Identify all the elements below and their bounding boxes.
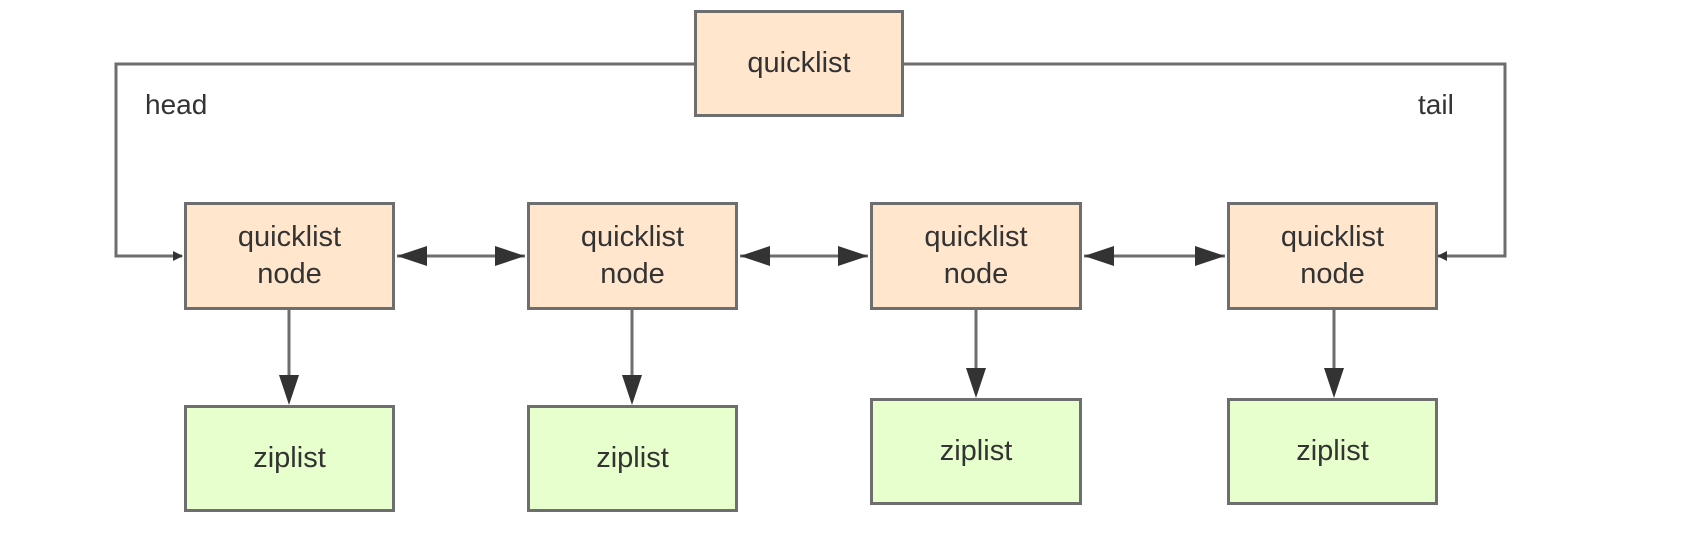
link-3-4-left-arrowhead	[1084, 246, 1114, 266]
node-1-line2: node	[257, 258, 322, 290]
node-4-line1: quicklist	[1280, 221, 1385, 253]
link-2-3-right-arrowhead	[838, 246, 868, 266]
node-1-line1: quicklist	[237, 221, 342, 253]
link-1-2-right-arrowhead	[495, 246, 525, 266]
ziplist-1: ziplist	[184, 405, 395, 512]
quicklist-node-2: quicklist node	[527, 202, 738, 310]
ziplist-1-label: ziplist	[253, 442, 326, 474]
node-3-down-arrowhead	[966, 368, 986, 398]
node-2-down-arrowhead	[622, 375, 642, 405]
quicklist-node-4: quicklist node	[1227, 202, 1438, 310]
quicklist-node-3: quicklist node	[870, 202, 1082, 310]
ziplist-4-label: ziplist	[1296, 435, 1369, 467]
node-3-line1: quicklist	[924, 221, 1028, 253]
head-pointer-line	[114, 62, 694, 258]
link-1-2-left-arrowhead	[397, 246, 427, 266]
quicklist-label: quicklist	[747, 47, 851, 79]
ziplist-3: ziplist	[870, 398, 1082, 505]
head-label: head	[145, 89, 208, 120]
ziplist-2: ziplist	[527, 405, 738, 512]
ziplist-4: ziplist	[1227, 398, 1438, 505]
node-4-down-arrowhead	[1324, 368, 1344, 398]
node-2-line1: quicklist	[580, 221, 685, 253]
link-2-3-left-arrowhead	[740, 246, 770, 266]
node-4-line2: node	[1300, 258, 1365, 290]
link-3-4-right-arrowhead	[1195, 246, 1225, 266]
node-2-line2: node	[600, 258, 665, 290]
quicklist-box: quicklist	[694, 10, 904, 117]
node-1-down-arrowhead	[279, 375, 299, 405]
node-3-line2: node	[943, 258, 1009, 290]
quicklist-node-1: quicklist node	[184, 202, 395, 310]
ziplist-2-label: ziplist	[596, 442, 669, 474]
tail-label: tail	[1418, 89, 1454, 120]
tail-pointer-line	[904, 62, 1507, 258]
ziplist-3-label: ziplist	[939, 435, 1013, 467]
